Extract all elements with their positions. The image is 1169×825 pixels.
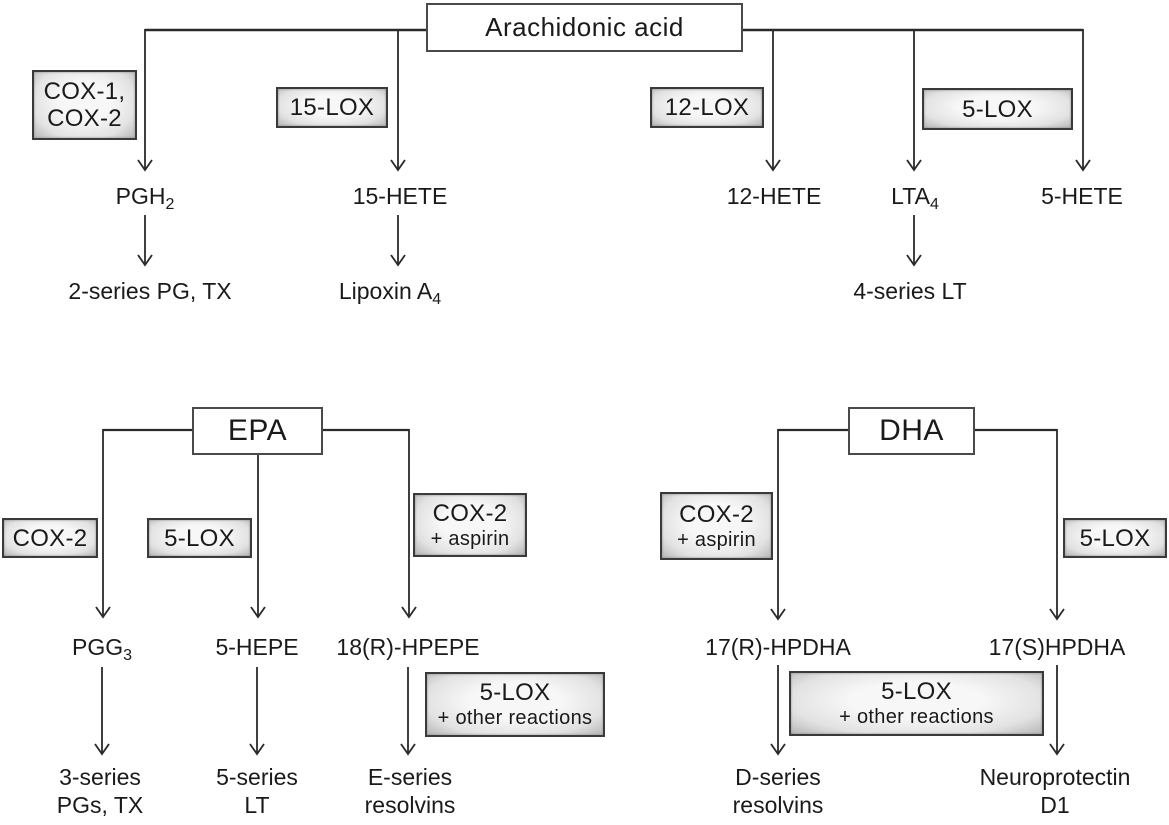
- label-npd1-line1: Neuroprotectin: [979, 764, 1131, 790]
- label-18r-hpepe: 18(R)-HPEPE: [336, 633, 479, 661]
- label-17r-hpdha: 17(R)-HPDHA: [705, 633, 851, 661]
- label-lta4-sub: 4: [929, 196, 939, 213]
- enzyme-box-5lox-other-epa: 5-LOX + other reactions: [425, 672, 605, 737]
- substrate-box-epa: EPA: [192, 407, 323, 455]
- label-15hete: 15-HETE: [353, 182, 448, 210]
- label-3series-line2: PGs, TX: [56, 792, 144, 818]
- label-lta4: LTA4: [891, 182, 939, 219]
- substrate-box-arachidonic-acid: Arachidonic acid: [426, 3, 743, 52]
- enzyme-box-5lox-other-dha: 5-LOX + other reactions: [789, 671, 1044, 736]
- label-15hete-text: 15-HETE: [352, 183, 448, 209]
- enzyme-label-cox2-aspirin-epa-line1: COX-2: [432, 499, 508, 527]
- label-lipoxin-a4: Lipoxin A4: [339, 277, 441, 314]
- label-5series-line2: LT: [244, 792, 270, 818]
- label-dseries-line2: resolvins: [732, 792, 824, 818]
- substrate-label-arachidonic-acid: Arachidonic acid: [485, 12, 684, 42]
- enzyme-box-5lox-aa: 5-LOX: [922, 88, 1073, 130]
- enzyme-box-5lox-dha: 5-LOX: [1063, 518, 1167, 558]
- enzyme-label-5lox-dha: 5-LOX: [1079, 524, 1151, 552]
- enzyme-label-5lox-epa: 5-LOX: [164, 524, 235, 552]
- label-4series-lt: 4-series LT: [853, 277, 966, 305]
- enzyme-label-cox2-aspirin-dha-line1: COX-2: [679, 500, 754, 528]
- label-pgh2-base: PGH: [115, 183, 166, 209]
- label-2series-text: 2-series PG, TX: [68, 278, 232, 304]
- label-5hete: 5-HETE: [1041, 182, 1123, 210]
- enzyme-box-5lox-epa: 5-LOX: [147, 518, 252, 558]
- label-dseries-line1: D-series: [735, 764, 821, 790]
- label-5hepe-text: 5-HEPE: [215, 634, 299, 660]
- substrate-label-dha: DHA: [879, 414, 944, 447]
- label-eseries-line1: E-series: [367, 764, 453, 790]
- label-3series-line1: 3-series: [59, 764, 141, 790]
- enzyme-label-12lox: 12-LOX: [664, 94, 750, 121]
- label-2series-pg-tx: 2-series PG, TX: [68, 277, 231, 305]
- label-lipoxin-base: Lipoxin A: [338, 278, 433, 304]
- enzyme-label-5lox-other-epa-line2: + other reactions: [437, 707, 593, 729]
- enzyme-label-cox1: COX-1,: [43, 78, 126, 105]
- label-eseries-line2: resolvins: [364, 792, 456, 818]
- label-pgg3: PGG3: [72, 633, 132, 670]
- label-5hepe: 5-HEPE: [215, 633, 298, 661]
- enzyme-label-cox2-epa: COX-2: [12, 524, 88, 552]
- substrate-box-dha: DHA: [848, 407, 975, 455]
- enzyme-label-cox2: COX-2: [47, 105, 122, 132]
- label-4series-text: 4-series LT: [853, 278, 967, 304]
- enzyme-box-cox2-epa: COX-2: [2, 518, 98, 558]
- label-17s-hpdha-text: 17(S)HPDHA: [988, 634, 1126, 660]
- enzyme-box-cox2-aspirin-epa: COX-2 + aspirin: [413, 493, 527, 557]
- label-pgg3-sub: 3: [123, 647, 133, 664]
- label-lta4-base: LTA: [891, 183, 930, 209]
- substrate-label-epa: EPA: [227, 414, 288, 447]
- label-5hete-text: 5-HETE: [1041, 183, 1123, 209]
- label-18r-hpepe-text: 18(R)-HPEPE: [336, 634, 480, 660]
- enzyme-box-cox1-cox2: COX-1, COX-2: [32, 70, 137, 140]
- label-npd1-line2: D1: [1040, 792, 1070, 818]
- enzyme-label-cox2-aspirin-epa-line2: + aspirin: [430, 527, 510, 550]
- enzyme-label-cox2-aspirin-dha-line2: + aspirin: [677, 528, 756, 551]
- label-neuroprotectin-d1: Neuroprotectin D1: [980, 763, 1131, 819]
- label-pgg3-base: PGG: [71, 634, 124, 660]
- label-lipoxin-sub: 4: [432, 291, 442, 308]
- enzyme-label-5lox-aa: 5-LOX: [962, 95, 1033, 123]
- label-12hete-text: 12-HETE: [726, 183, 822, 209]
- label-17r-hpdha-text: 17(R)-HPDHA: [705, 634, 851, 660]
- label-5series-line1: 5-series: [216, 764, 298, 790]
- label-eseries-resolvins: E-series resolvins: [365, 763, 456, 819]
- enzyme-label-15lox: 15-LOX: [289, 94, 375, 121]
- enzyme-label-5lox-other-dha-line1: 5-LOX: [881, 678, 952, 705]
- enzyme-box-15lox: 15-LOX: [276, 87, 388, 128]
- label-pgh2: PGH2: [116, 182, 175, 219]
- label-dseries-resolvins: D-series resolvins: [733, 763, 824, 819]
- label-5series-lt: 5-series LT: [216, 763, 298, 819]
- label-3series-pgs-tx: 3-series PGs, TX: [57, 763, 144, 819]
- enzyme-label-5lox-other-dha-line2: + other reactions: [839, 706, 994, 728]
- label-17s-hpdha: 17(S)HPDHA: [989, 633, 1126, 661]
- enzyme-label-5lox-other-epa-line1: 5-LOX: [479, 679, 551, 706]
- enzyme-box-12lox: 12-LOX: [650, 87, 764, 128]
- enzyme-box-cox2-aspirin-dha: COX-2 + aspirin: [660, 492, 773, 560]
- label-12hete: 12-HETE: [727, 182, 822, 210]
- label-pgh2-sub: 2: [165, 196, 175, 213]
